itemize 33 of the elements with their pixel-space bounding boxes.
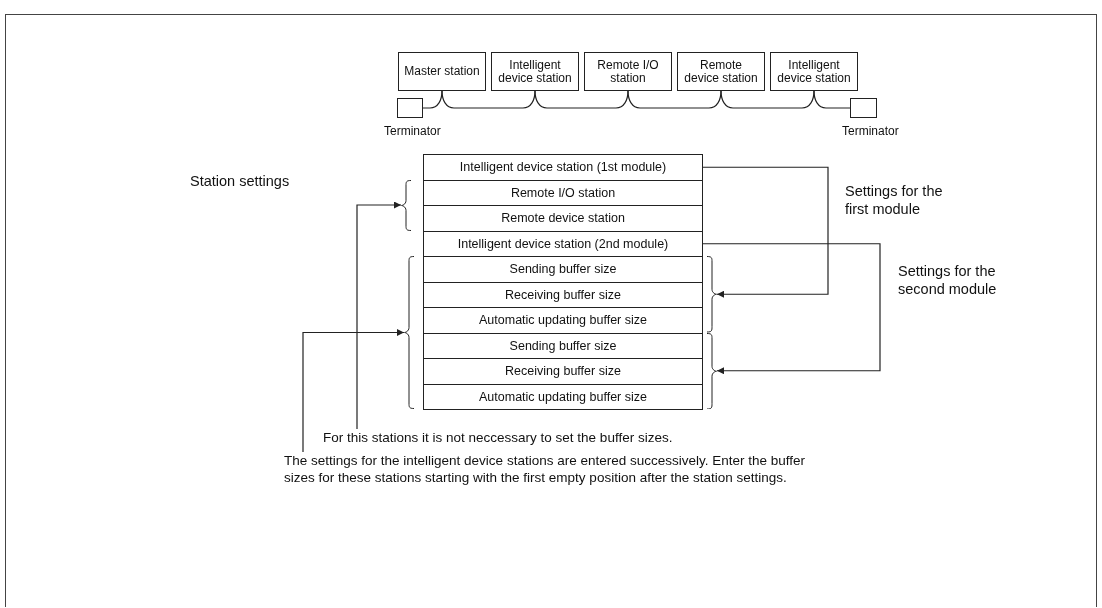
terminator-box <box>850 98 877 118</box>
arrow <box>702 243 881 375</box>
bus-line <box>441 90 536 109</box>
station-box: Master station <box>398 52 486 91</box>
table-row: Automatic updating buffer size <box>423 307 703 334</box>
side-label: Settings for the first module <box>845 182 944 218</box>
arrow <box>302 329 405 453</box>
bus-line <box>720 90 815 109</box>
terminator-label: Terminator <box>384 124 441 138</box>
station-box: Intelligent device station <box>770 52 858 91</box>
table-row: Intelligent device station (1st module) <box>423 154 703 181</box>
table-row: Sending buffer size <box>423 256 703 283</box>
curly-brace <box>404 256 414 409</box>
bus-line <box>813 90 851 109</box>
table-row: Automatic updating buffer size <box>423 383 703 410</box>
curly-brace <box>707 332 717 409</box>
curly-brace <box>401 179 411 231</box>
note-text: The settings for the intelligent device stations are entered successively. Enter the buffer sizes for these stations starting with the first empty position after the station settings. <box>284 452 829 486</box>
bus-line <box>627 90 722 109</box>
terminator-label: Terminator <box>842 124 899 138</box>
station-box: Intelligent device station <box>491 52 579 91</box>
bus-line <box>534 90 629 109</box>
note-text: For this stations it is not neccessary to set the buffer sizes. <box>323 429 883 446</box>
side-label: Settings for the second module <box>898 262 998 298</box>
station-box: Remote device station <box>677 52 765 91</box>
arrow <box>702 166 829 298</box>
arrow <box>356 201 402 430</box>
curly-brace <box>707 256 717 333</box>
table-row: Receiving buffer size <box>423 358 703 385</box>
side-label: Station settings <box>190 172 291 190</box>
table-row: Remote device station <box>423 205 703 232</box>
terminator-box <box>397 98 423 118</box>
station-box: Remote I/O station <box>584 52 672 91</box>
